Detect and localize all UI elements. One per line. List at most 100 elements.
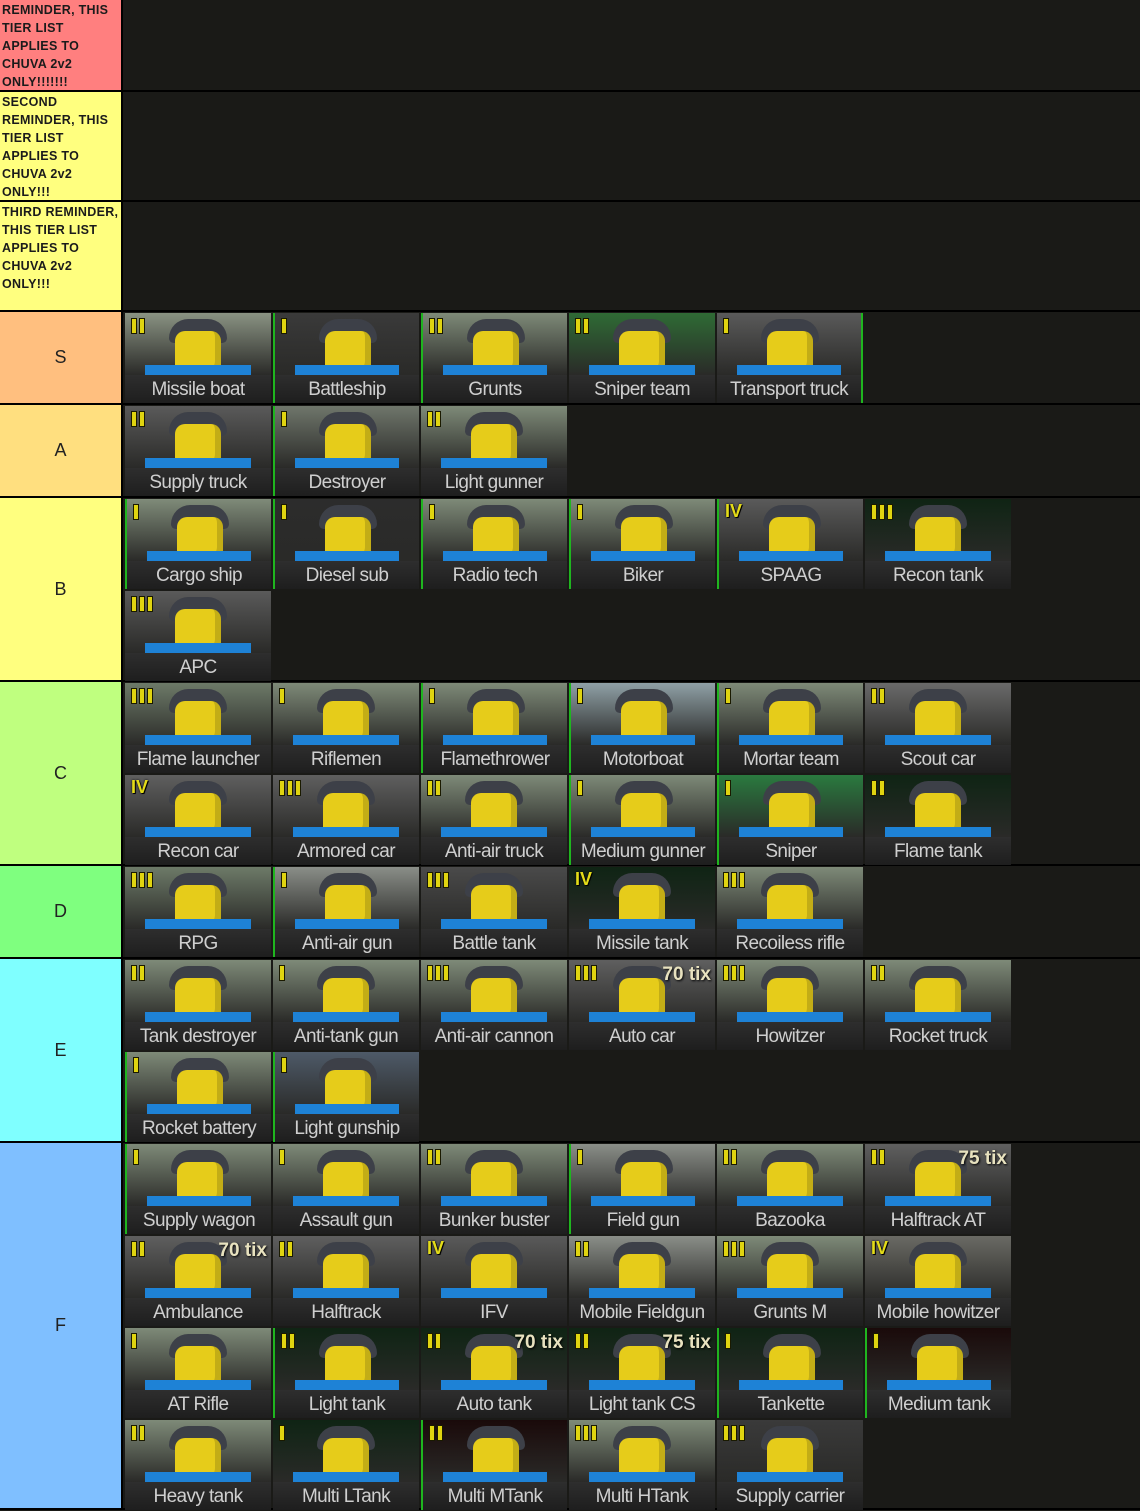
- unit-card[interactable]: Recoiless rifle: [717, 867, 863, 957]
- unit-card[interactable]: RPG: [125, 867, 271, 957]
- unit-card[interactable]: Medium tank: [865, 1328, 1011, 1418]
- unit-card[interactable]: Anti-tank gun: [273, 960, 419, 1050]
- unit-card[interactable]: Tankette: [717, 1328, 863, 1418]
- unit-card[interactable]: Missile boat: [125, 313, 271, 403]
- tier-label[interactable]: B: [0, 498, 123, 680]
- unit-card[interactable]: APC: [125, 591, 271, 681]
- unit-card[interactable]: AT Rifle: [125, 1328, 271, 1418]
- tier-label[interactable]: D: [0, 866, 123, 957]
- unit-card[interactable]: Motorboat: [569, 683, 715, 773]
- price-tag: 70 tix: [514, 1332, 563, 1353]
- rank-badge-icon: [427, 1333, 441, 1349]
- tier-label[interactable]: C: [0, 682, 123, 864]
- unit-card[interactable]: Supply wagon: [125, 1144, 271, 1234]
- rank-badge-icon: [871, 688, 885, 704]
- rank-badge-icon: [131, 872, 153, 888]
- rank-badge-icon: [279, 1149, 285, 1165]
- unit-card[interactable]: Flame tank: [865, 775, 1011, 865]
- unit-card[interactable]: Medium gunner: [569, 775, 715, 865]
- unit-portrait-image: [273, 1236, 419, 1298]
- unit-card[interactable]: Recon tank: [865, 499, 1011, 589]
- unit-card[interactable]: Field gun: [569, 1144, 715, 1234]
- unit-name: Rocket truck: [865, 1022, 1011, 1050]
- unit-name: Tank destroyer: [125, 1022, 271, 1050]
- unit-card[interactable]: Light gunner: [421, 406, 567, 496]
- unit-card[interactable]: Anti-air gun: [273, 867, 419, 957]
- unit-card[interactable]: Anti-air truck: [421, 775, 567, 865]
- unit-card[interactable]: Heavy tank: [125, 1420, 271, 1510]
- unit-portrait-image: [421, 1328, 567, 1390]
- tier-label[interactable]: A: [0, 405, 123, 496]
- unit-card[interactable]: Destroyer: [273, 406, 419, 496]
- unit-card[interactable]: Cargo ship: [125, 499, 271, 589]
- unit-card[interactable]: Rocket truck: [865, 960, 1011, 1050]
- unit-card[interactable]: Bazooka: [717, 1144, 863, 1234]
- unit-portrait-image: [719, 499, 863, 561]
- unit-card[interactable]: Grunts M: [717, 1236, 863, 1326]
- tier-label[interactable]: F: [0, 1143, 123, 1508]
- unit-card[interactable]: Transport truck: [717, 313, 863, 403]
- rank-badge-icon: [429, 504, 435, 520]
- tier-label[interactable]: REMINDER, THIS TIER LIST APPLIES TO CHUV…: [0, 0, 123, 90]
- unit-card[interactable]: Halftrack: [273, 1236, 419, 1326]
- tier-label[interactable]: SECOND REMINDER, THIS TIER LIST APPLIES …: [0, 92, 123, 200]
- unit-card[interactable]: Multi HTank: [569, 1420, 715, 1510]
- unit-card[interactable]: Battleship: [273, 313, 419, 403]
- tier-label[interactable]: E: [0, 959, 123, 1141]
- unit-card[interactable]: Radio tech: [421, 499, 567, 589]
- unit-card[interactable]: Assault gun: [273, 1144, 419, 1234]
- unit-card[interactable]: Biker: [569, 499, 715, 589]
- unit-card[interactable]: Anti-air cannon: [421, 960, 567, 1050]
- unit-card[interactable]: Sniper: [717, 775, 863, 865]
- unit-card[interactable]: Sniper team: [569, 313, 715, 403]
- unit-name: Recon car: [125, 837, 271, 865]
- tier-items-dropzone[interactable]: [123, 202, 1140, 310]
- unit-card[interactable]: Supply carrier: [717, 1420, 863, 1510]
- unit-card[interactable]: Armored car: [273, 775, 419, 865]
- unit-card[interactable]: Grunts: [421, 313, 567, 403]
- unit-card[interactable]: Mortar team: [717, 683, 863, 773]
- unit-card[interactable]: Flame launcher: [125, 683, 271, 773]
- unit-card[interactable]: Tank destroyer: [125, 960, 271, 1050]
- unit-card[interactable]: Supply truck: [125, 406, 271, 496]
- unit-portrait-image: [275, 499, 419, 561]
- unit-card[interactable]: Howitzer: [717, 960, 863, 1050]
- tier-label[interactable]: THIRD REMINDER, THIS TIER LIST APPLIES T…: [0, 202, 123, 310]
- unit-card[interactable]: Bunker buster: [421, 1144, 567, 1234]
- unit-card[interactable]: Scout car: [865, 683, 1011, 773]
- unit-card[interactable]: Mobile Fieldgun: [569, 1236, 715, 1326]
- unit-card[interactable]: Battle tank: [421, 867, 567, 957]
- unit-card[interactable]: Riflemen: [273, 683, 419, 773]
- rank-badge-icon: [427, 411, 441, 427]
- unit-card[interactable]: Multi MTank: [421, 1420, 567, 1510]
- tier-items-dropzone[interactable]: [123, 0, 1140, 90]
- rank-badge-icon: [131, 1425, 145, 1441]
- unit-name: Halftrack: [273, 1298, 419, 1326]
- unit-card[interactable]: Flamethrower: [421, 683, 567, 773]
- unit-card[interactable]: Light gunship: [273, 1052, 419, 1142]
- unit-portrait-image: [423, 1420, 567, 1482]
- unit-card[interactable]: Light tank: [273, 1328, 419, 1418]
- tier-items-dropzone[interactable]: [123, 92, 1140, 200]
- unit-card[interactable]: Rocket battery: [125, 1052, 271, 1142]
- tier-label[interactable]: S: [0, 312, 123, 403]
- unit-card[interactable]: Diesel sub: [273, 499, 419, 589]
- unit-card[interactable]: Multi LTank: [273, 1420, 419, 1510]
